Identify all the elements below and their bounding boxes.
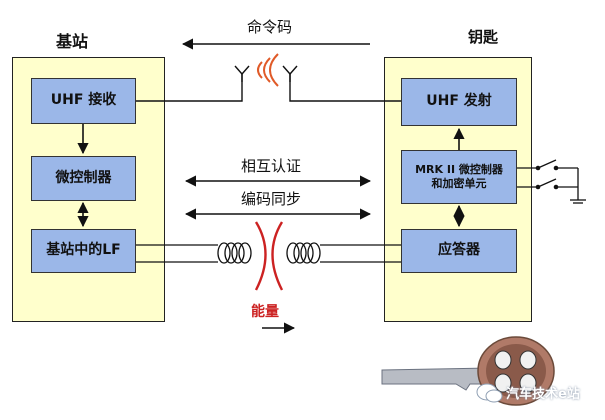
switch-contact [553,184,559,190]
switch-contact [535,184,541,190]
uhf-transmit-label: UHF 发射 [426,93,492,110]
coil-icon [286,242,321,264]
watermark-text: 汽车技术e站 [506,387,580,402]
switch-icon [517,159,586,204]
mrk-controller-label: MRK II 微控制器 [415,163,503,177]
energy-label: 能量 [251,304,279,320]
switch-contact [535,165,541,171]
uhf-receive-label: UHF 接收 [50,92,117,109]
antenna-icon [282,65,298,82]
transponder-label: 应答器 [438,242,480,259]
mutual-auth-label: 相互认证 [241,157,302,175]
radio-wave-icon [257,53,279,87]
mrk-encryption-label: 和加密单元 [431,177,487,190]
command-code-label: 命令码 [247,18,293,36]
uhf-receive-wire [136,74,243,102]
wechat-icon [476,383,503,403]
base-station-title: 基站 [56,32,89,51]
key-title: 钥匙 [468,28,499,46]
uhf-transmit-block: UHF 发射 [401,78,517,126]
base-lf-label: 基站中的LF [46,242,121,259]
uhf-transmit-wire [289,74,401,102]
uhf-receive-block: UHF 接收 [31,78,136,124]
base-lf-block: 基站中的LF [31,229,136,273]
key-fob-icon [381,336,555,406]
code-sync-label: 编码同步 [241,190,302,208]
microcontroller-label: 微控制器 [55,169,112,186]
antenna-icon [234,65,250,82]
microcontroller-block: 微控制器 [31,156,136,201]
energy-field-icon [254,221,284,291]
coil-icon [217,242,252,264]
switch-contact [553,165,559,171]
mrk-controller-block: MRK II 微控制器 和加密单元 [401,150,517,204]
lf-wiring [136,244,401,263]
transponder-block: 应答器 [401,229,517,273]
